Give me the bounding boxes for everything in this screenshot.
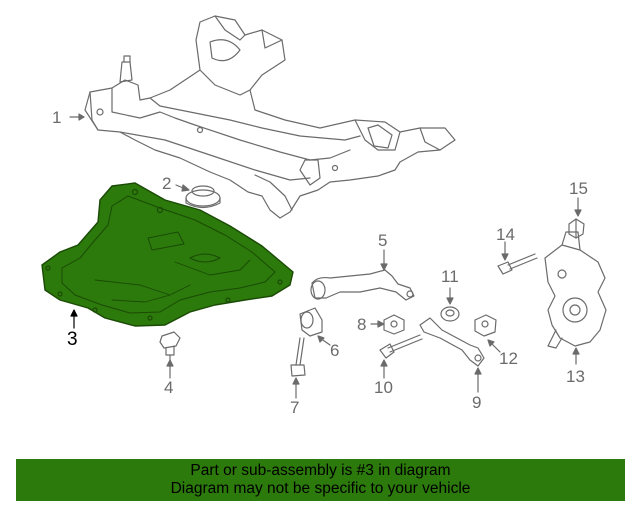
bushing-part-2[interactable] [185,185,221,209]
callout-4: 4 [164,378,174,397]
control-arm-part-5[interactable] [310,269,415,301]
bolt-part-4[interactable] [159,331,181,361]
nut-part-12[interactable] [474,314,497,337]
callout-7: 7 [290,398,300,417]
callout-8: 8 [357,315,367,334]
washer-part-11[interactable] [440,306,460,322]
diagram-notice-banner: Part or sub-assembly is #3 in diagram Di… [16,459,625,501]
callout-1: 1 [52,108,62,127]
callout-2: 2 [162,174,172,193]
callout-12: 12 [499,349,518,368]
callout-5: 5 [378,231,388,250]
callout-10: 10 [374,378,393,397]
callout-15: 15 [569,179,588,198]
notice-line-disclaimer: Diagram may not be specific to your vehi… [170,480,471,497]
lower-arm-part-9[interactable] [419,317,485,367]
nut-part-15[interactable] [568,218,585,239]
bolt-part-14[interactable] [497,253,538,275]
callout-13: 13 [566,367,585,386]
callout-3: 3 [67,329,78,350]
callout-14: 14 [496,225,515,244]
bushing-part-6[interactable] [299,307,323,337]
splash-shield-part-3[interactable] [41,182,294,327]
callout-11: 11 [441,267,459,286]
bolt-part-7[interactable] [290,337,306,377]
callout-9: 9 [472,393,482,412]
leader-lines [69,113,582,399]
nut-part-8[interactable] [383,314,405,335]
subframe-part-1[interactable] [84,15,456,219]
callout-6: 6 [330,341,340,360]
parts-diagram [41,15,607,399]
notice-line-part: Part or sub-assembly is #3 in diagram [190,462,451,479]
bolt-part-10[interactable] [379,334,423,359]
knuckle-part-13[interactable] [544,231,607,349]
